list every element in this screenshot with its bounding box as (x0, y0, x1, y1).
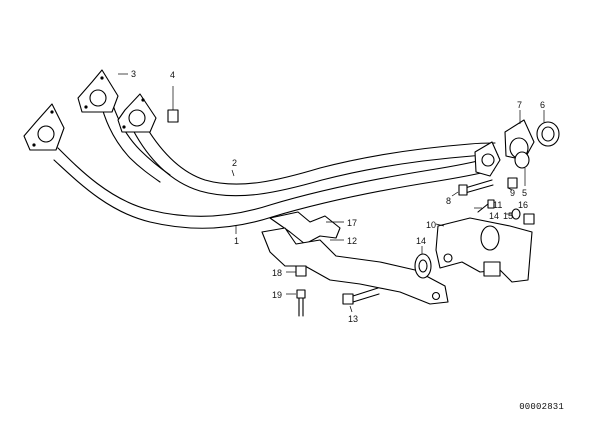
bolt-13-lower[interactable] (342, 287, 380, 305)
washer-15-right[interactable] (511, 208, 521, 220)
label-11: 11 (493, 200, 502, 210)
bolt-19[interactable] (296, 289, 306, 317)
nut-4[interactable] (167, 86, 179, 123)
pipe-flange-lower (23, 103, 65, 151)
label-2: 2 (232, 158, 237, 168)
label-13: 13 (348, 314, 358, 324)
exhaust-pipe-2[interactable] (99, 94, 499, 197)
label-14-right: 14 (489, 211, 499, 221)
rubber-mount-14[interactable] (414, 253, 432, 279)
label-3: 3 (131, 69, 136, 79)
label-15-right: 15 (503, 211, 513, 221)
leader-lines (118, 73, 545, 313)
label-9: 9 (510, 188, 515, 198)
nut-16-right[interactable] (523, 213, 535, 225)
label-12: 12 (347, 236, 357, 246)
label-7: 7 (517, 100, 522, 110)
catalog-id: 00002831 (519, 402, 564, 412)
label-4: 4 (170, 70, 175, 80)
label-19: 19 (272, 290, 282, 300)
bolt-11[interactable] (477, 199, 495, 213)
label-10: 10 (426, 220, 436, 230)
label-5: 5 (522, 188, 527, 198)
nut-9[interactable] (507, 177, 518, 189)
label-18: 18 (272, 268, 282, 278)
pipe-flange-middle (117, 93, 157, 133)
bracket-17[interactable] (269, 211, 341, 245)
label-16-right: 16 (518, 200, 528, 210)
rear-flange-assembly[interactable] (474, 119, 560, 177)
pipe-flange-3 (77, 69, 119, 113)
nut-18[interactable] (295, 265, 307, 277)
label-6: 6 (540, 100, 545, 110)
bolt-8[interactable] (458, 179, 494, 196)
label-14: 14 (416, 236, 426, 246)
label-8: 8 (446, 196, 451, 206)
label-1: 1 (234, 236, 239, 246)
hanger-bracket-10[interactable] (435, 217, 533, 283)
label-17: 17 (347, 218, 357, 228)
